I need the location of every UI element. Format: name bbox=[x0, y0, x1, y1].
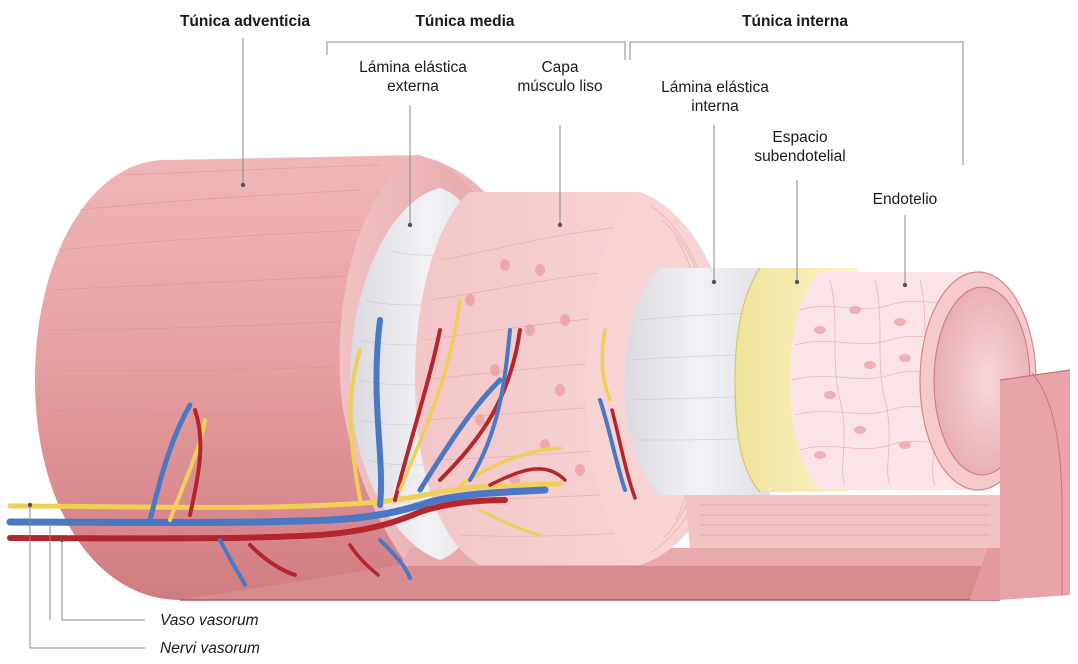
label-espacio-subendotelial-line2: subendotelial bbox=[735, 147, 865, 166]
label-tunica-interna: Túnica interna bbox=[715, 12, 875, 31]
label-capa-musculo-liso: Capa músculo liso bbox=[495, 58, 625, 96]
label-endotelio: Endotelio bbox=[850, 190, 960, 209]
label-nervi-vasorum: Nervi vasorum bbox=[160, 639, 340, 658]
label-lamina-elastica-interna-line1: Lámina elástica bbox=[630, 78, 800, 97]
label-lamina-elastica-interna-line2: interna bbox=[630, 97, 800, 116]
endotelio-layer bbox=[790, 272, 1036, 490]
label-lamina-elastica-interna: Lámina elástica interna bbox=[630, 78, 800, 116]
label-lamina-elastica-externa-line1: Lámina elástica bbox=[328, 58, 498, 77]
label-capa-musculo-liso-line2: músculo liso bbox=[495, 77, 625, 96]
label-vaso-vasorum: Vaso vasorum bbox=[160, 611, 340, 630]
label-tunica-adventicia: Túnica adventicia bbox=[150, 12, 340, 31]
label-lamina-elastica-externa: Lámina elástica externa bbox=[328, 58, 498, 96]
label-espacio-subendotelial: Espacio subendotelial bbox=[735, 128, 865, 166]
label-capa-musculo-liso-line1: Capa bbox=[495, 58, 625, 77]
label-lamina-elastica-externa-line2: externa bbox=[328, 77, 498, 96]
label-tunica-media: Túnica media bbox=[385, 12, 545, 31]
label-espacio-subendotelial-line1: Espacio bbox=[735, 128, 865, 147]
